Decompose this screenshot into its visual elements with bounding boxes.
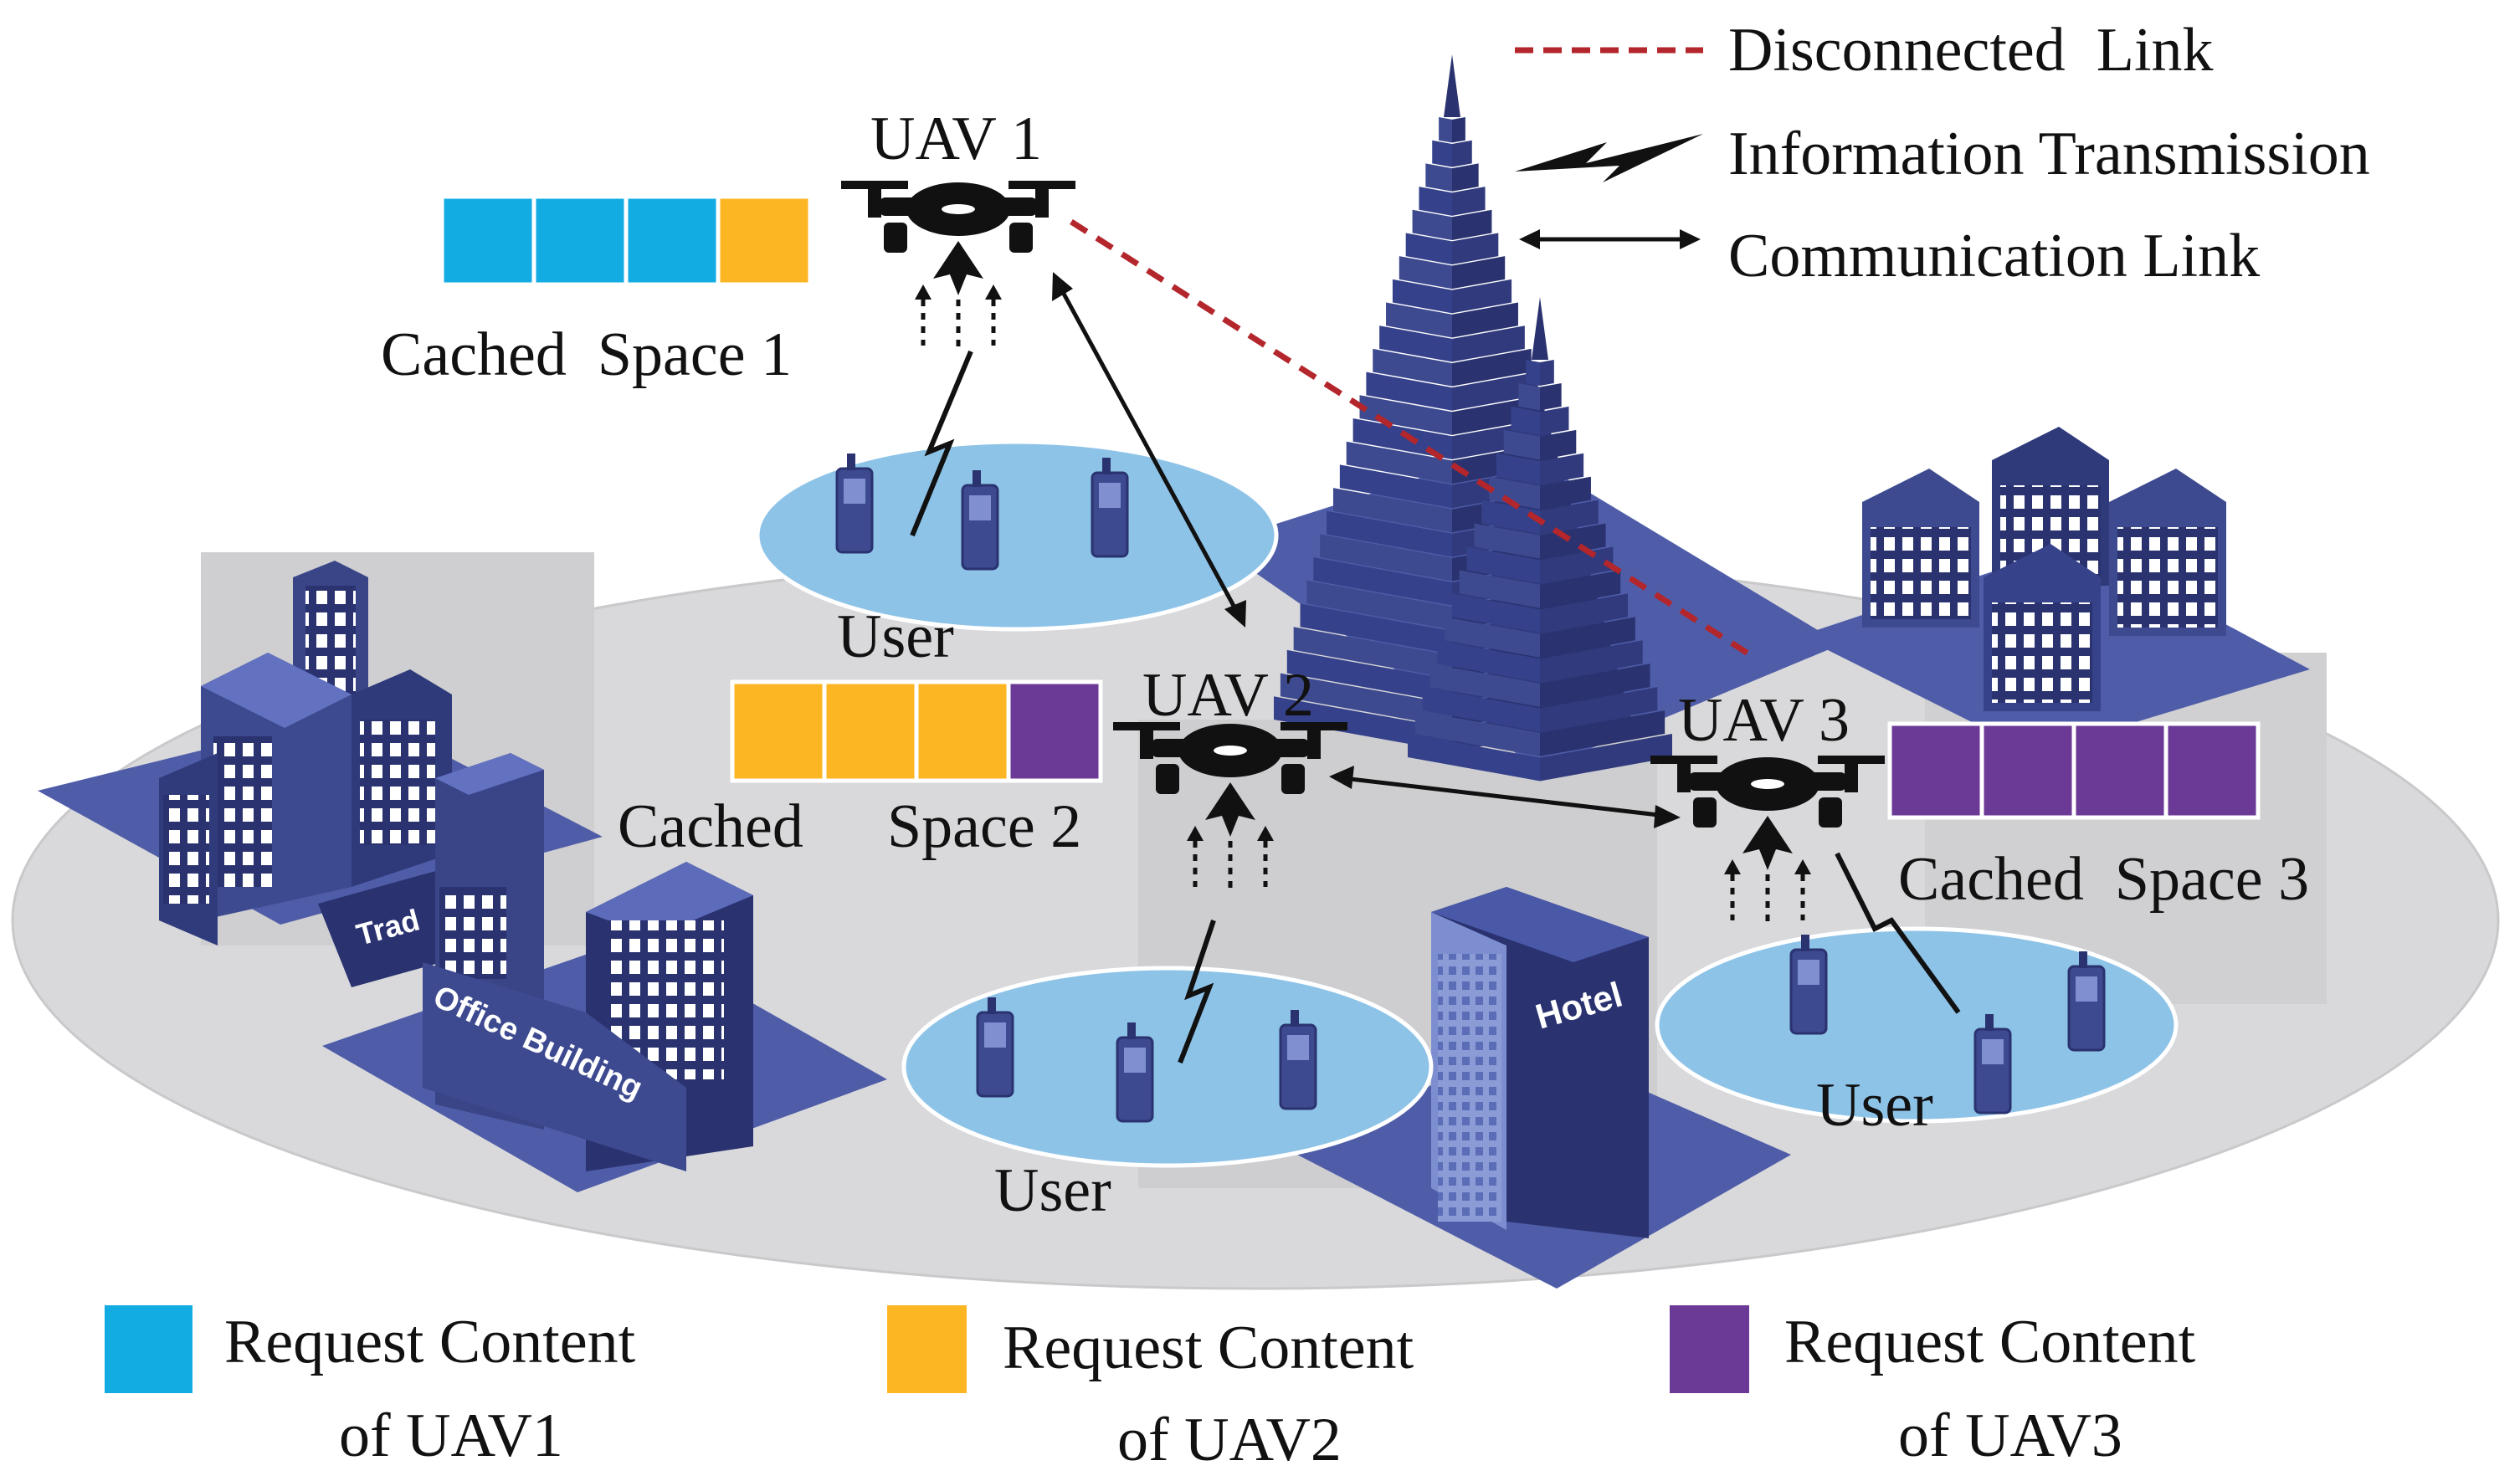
transmission-uav3 [1835, 852, 1961, 1014]
user-label-1: User [837, 602, 954, 671]
cache-cell [1979, 721, 2076, 820]
phone-icon [976, 997, 1014, 1098]
legend-lightning-icon [1515, 134, 1703, 182]
legend-swatch-uav2 [887, 1305, 967, 1393]
disconnected-link [1070, 219, 1755, 659]
transmission-uav2 [1178, 920, 1216, 1064]
uav2-icon [1113, 722, 1347, 891]
cached-space-1-label: Cached Space 1 [381, 320, 792, 389]
uav1-label: UAV 1 [870, 105, 1042, 173]
phone-icon [2067, 951, 2106, 1052]
user-label-3: User [1816, 1071, 1933, 1140]
cache-cell [624, 194, 721, 287]
transmission-uav1 [910, 350, 973, 537]
phone-icon [1279, 1010, 1317, 1110]
office-building: Office Building [423, 753, 753, 1171]
cache-cell [2163, 721, 2261, 820]
legend-disconnected-text: Disconnected Link [1728, 16, 2214, 85]
user-zone-2 [901, 966, 1434, 1168]
communication-link-uav2-uav3 [1329, 766, 1681, 828]
legend-uav2-line2: of UAV2 [1117, 1406, 1342, 1474]
cached-space-2-label-a: Cached [618, 792, 803, 861]
cached-space-2-label-b: Space 2 [887, 792, 1081, 861]
cache-cell [822, 679, 919, 783]
uav2-label: UAV 2 [1142, 661, 1314, 730]
phone-icon [961, 470, 999, 571]
user-label-2: User [994, 1156, 1111, 1225]
hotel-building: Hotel [1431, 887, 1649, 1238]
communication-link-uav1-uav2 [1052, 272, 1246, 628]
legend-uav3-line2: of UAV3 [1898, 1402, 2122, 1470]
cached-space-3-label: Cached Space 3 [1898, 845, 2309, 914]
pyramid-tower [1274, 54, 1672, 781]
uav1-icon [841, 181, 1075, 350]
legend-swatch-uav1 [105, 1305, 192, 1393]
phone-icon [1789, 935, 1828, 1035]
legend-uav2-line1: Request Content [1003, 1314, 1414, 1382]
cache-bars [439, 194, 2261, 820]
user-zone-1 [755, 439, 1279, 632]
cache-cell [1006, 679, 1103, 783]
phone-icon [1116, 1022, 1154, 1123]
cache-cell [716, 194, 813, 287]
legend-uav3-line1: Request Content [1784, 1308, 2196, 1376]
cache-bar-2 [730, 679, 1103, 783]
phone-icon [1973, 1014, 2012, 1115]
legend-top: Disconnected Link Information Transmissi… [1515, 16, 2370, 290]
cache-cell [531, 194, 629, 287]
cache-bar-1 [439, 194, 813, 287]
phone-icon [835, 454, 874, 554]
houses-cluster [1862, 427, 2226, 711]
legend-arrow-icon [1519, 229, 1701, 249]
legend-uav1-line2: of UAV1 [339, 1402, 563, 1470]
legend-swatch-uav3 [1670, 1305, 1749, 1393]
uav3-label: UAV 3 [1678, 686, 1850, 755]
cache-bar-3 [1887, 721, 2261, 820]
user-zone-3 [1655, 926, 2179, 1124]
user-devices [835, 454, 2106, 1123]
uav3-icon [1650, 756, 1885, 925]
phone-icon [1091, 458, 1129, 558]
uav-group [841, 181, 1885, 925]
legend-information-text: Information Transmission [1728, 120, 2370, 188]
cache-cell [2071, 721, 2168, 820]
legend-communication-text: Communication Link [1728, 222, 2260, 290]
cache-cell [914, 679, 1011, 783]
legend-bottom: Request Content of UAV1 Request Content … [105, 1305, 2196, 1474]
cache-cell [439, 194, 536, 287]
legend-uav1-line1: Request Content [224, 1308, 636, 1376]
cache-cell [730, 679, 827, 783]
cache-cell [1887, 721, 1984, 820]
